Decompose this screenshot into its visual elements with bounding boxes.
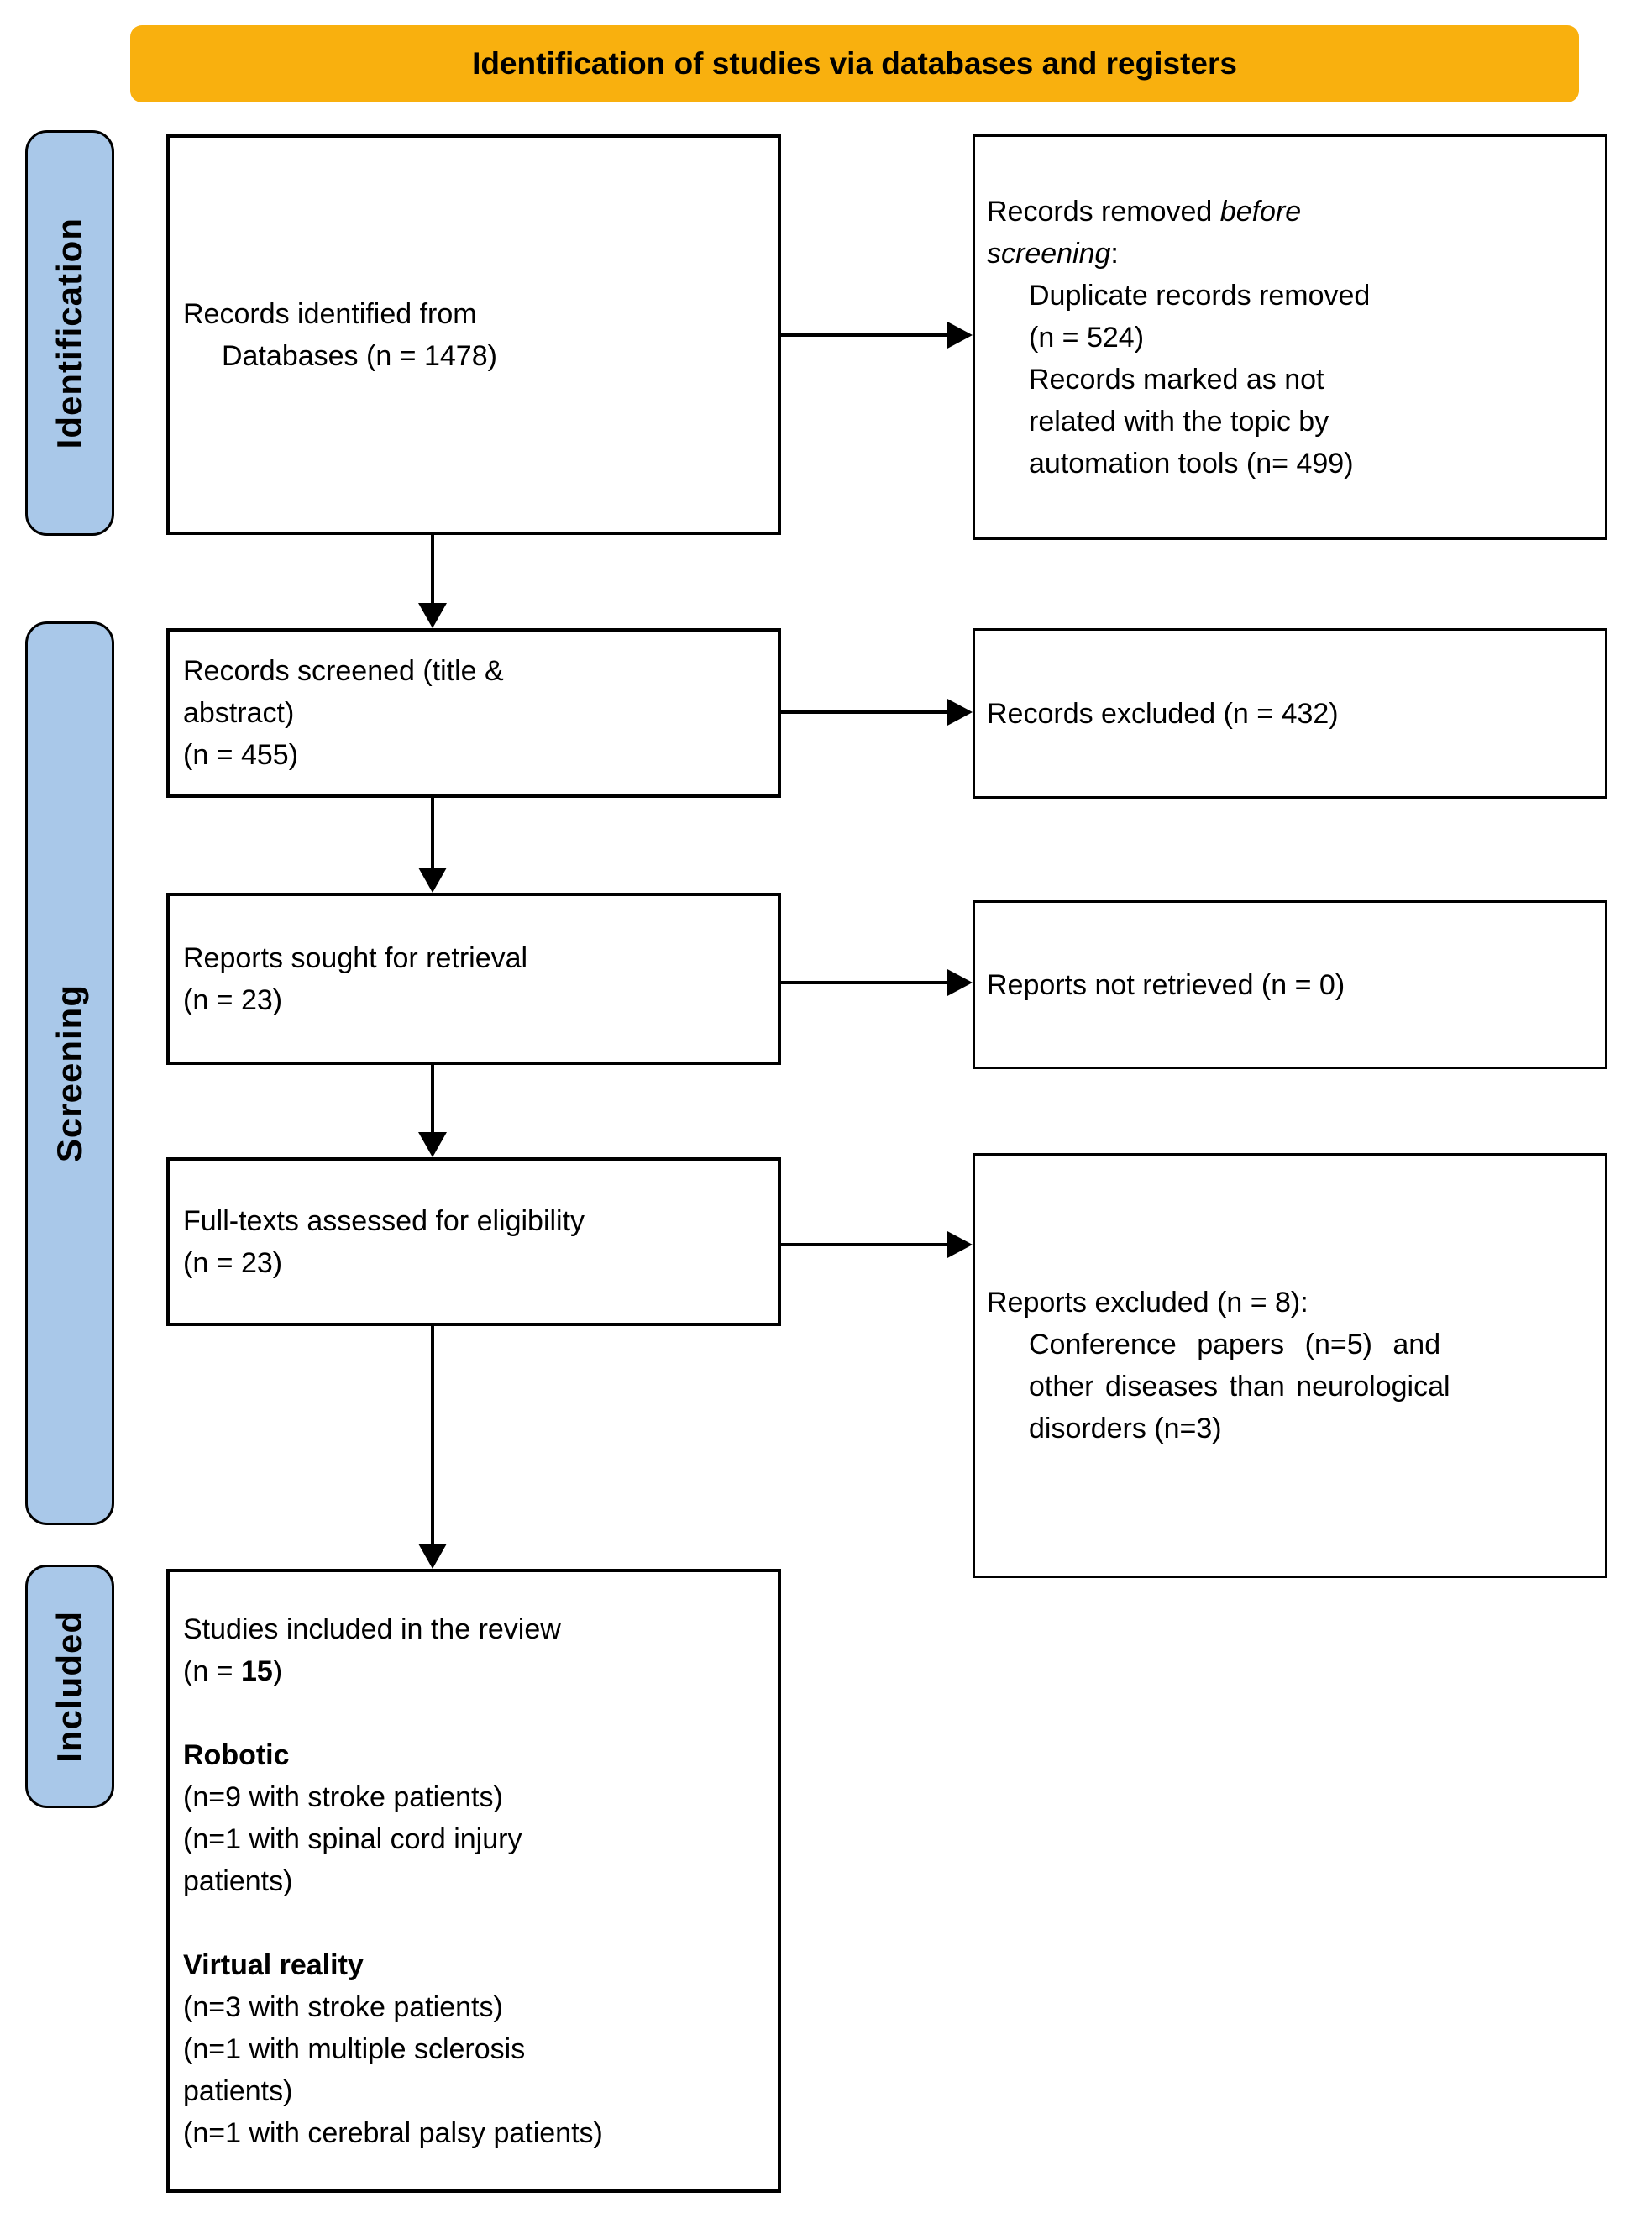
arrow-down-head-2 bbox=[418, 868, 447, 893]
robotic-heading: Robotic bbox=[183, 1738, 290, 1771]
box-reports-excluded: Reports excluded (n = 8): Conference pap… bbox=[973, 1153, 1607, 1578]
count-prefix: (n = bbox=[183, 1654, 241, 1687]
arrow-right-line-1 bbox=[781, 333, 949, 337]
box-studies-included: Studies included in the review (n = 15) … bbox=[166, 1569, 781, 2193]
records-screened-text: Records screened (title & abstract) (n =… bbox=[183, 655, 504, 771]
reports-excluded-detail-line1: Conference papers (n=5) and bbox=[1029, 1329, 1441, 1361]
duplicates-removed-item: Duplicate records removed (n = 524) bbox=[1029, 279, 1371, 354]
arrow-down-line-3 bbox=[431, 1065, 434, 1134]
box-reports-sought: Reports sought for retrieval (n = 23) bbox=[166, 893, 781, 1065]
reports-excluded-detail-line2: other diseases than neurological bbox=[1029, 1371, 1450, 1403]
banner-title: Identification of studies via databases … bbox=[130, 25, 1579, 102]
stage-label-screening-text: Screening bbox=[50, 983, 89, 1163]
arrow-right-head-2 bbox=[947, 699, 973, 726]
count-value: 15 bbox=[240, 1654, 273, 1687]
virtual-reality-heading: Virtual reality bbox=[183, 1948, 364, 1981]
automation-removed-item: Records marked as not related with the t… bbox=[1029, 363, 1354, 480]
arrow-down-line-4 bbox=[431, 1326, 434, 1545]
box-records-screened: Records screened (title & abstract) (n =… bbox=[166, 628, 781, 798]
box-fulltexts-assessed: Full-texts assessed for eligibility (n =… bbox=[166, 1157, 781, 1326]
count-suffix: ) bbox=[272, 1654, 283, 1687]
records-removed-intro-line1: Records removed before bbox=[987, 191, 1593, 233]
stage-label-screening: Screening bbox=[25, 621, 114, 1525]
arrow-right-head-3 bbox=[947, 969, 973, 996]
banner-title-text: Identification of studies via databases … bbox=[472, 46, 1237, 81]
arrow-right-line-2 bbox=[781, 710, 949, 714]
box-records-excluded: Records excluded (n = 432) bbox=[973, 628, 1607, 799]
records-identified-line1: Records identified from bbox=[183, 297, 477, 330]
intro-colon: : bbox=[1110, 237, 1119, 270]
arrow-down-head-1 bbox=[418, 603, 447, 628]
box-records-removed: Records removed before screening: Duplic… bbox=[973, 134, 1607, 540]
intro-regular: Records removed bbox=[987, 195, 1220, 228]
arrow-right-line-3 bbox=[781, 981, 949, 984]
reports-excluded-heading: Reports excluded (n = 8): bbox=[987, 1287, 1308, 1319]
records-excluded-text: Records excluded (n = 432) bbox=[987, 697, 1339, 730]
box-records-identified: Records identified from Databases (n = 1… bbox=[166, 134, 781, 535]
reports-excluded-detail-line3: disorders (n=3) bbox=[1029, 1413, 1222, 1445]
stage-label-included: Included bbox=[25, 1565, 114, 1808]
arrow-down-line-1 bbox=[431, 535, 434, 605]
intro-italic-before: before bbox=[1219, 195, 1302, 228]
arrow-down-head-4 bbox=[418, 1544, 447, 1569]
records-removed-intro-line2: screening: bbox=[987, 233, 1593, 275]
virtual-reality-details: (n=3 with stroke patients) (n=1 with mul… bbox=[183, 1990, 603, 2149]
arrow-down-line-2 bbox=[431, 798, 434, 869]
stage-label-identification: Identification bbox=[25, 130, 114, 536]
arrow-right-head-4 bbox=[947, 1231, 973, 1258]
box-reports-not-retrieved: Reports not retrieved (n = 0) bbox=[973, 900, 1607, 1069]
fulltexts-assessed-text: Full-texts assessed for eligibility (n =… bbox=[183, 1204, 585, 1279]
robotic-details: (n=9 with stroke patients) (n=1 with spi… bbox=[183, 1780, 522, 1897]
reports-sought-text: Reports sought for retrieval (n = 23) bbox=[183, 941, 528, 1016]
arrow-right-head-1 bbox=[947, 322, 973, 349]
studies-included-count-line: (n = 15) bbox=[183, 1650, 766, 1692]
stage-label-included-text: Included bbox=[50, 1610, 89, 1763]
stage-label-identification-text: Identification bbox=[50, 217, 89, 449]
arrow-right-line-4 bbox=[781, 1243, 949, 1246]
intro-italic-screening: screening bbox=[987, 237, 1111, 270]
studies-included-title: Studies included in the review bbox=[183, 1612, 561, 1645]
records-identified-line2: Databases (n = 1478) bbox=[222, 339, 497, 372]
reports-not-retrieved-text: Reports not retrieved (n = 0) bbox=[987, 968, 1345, 1001]
arrow-down-head-3 bbox=[418, 1132, 447, 1157]
